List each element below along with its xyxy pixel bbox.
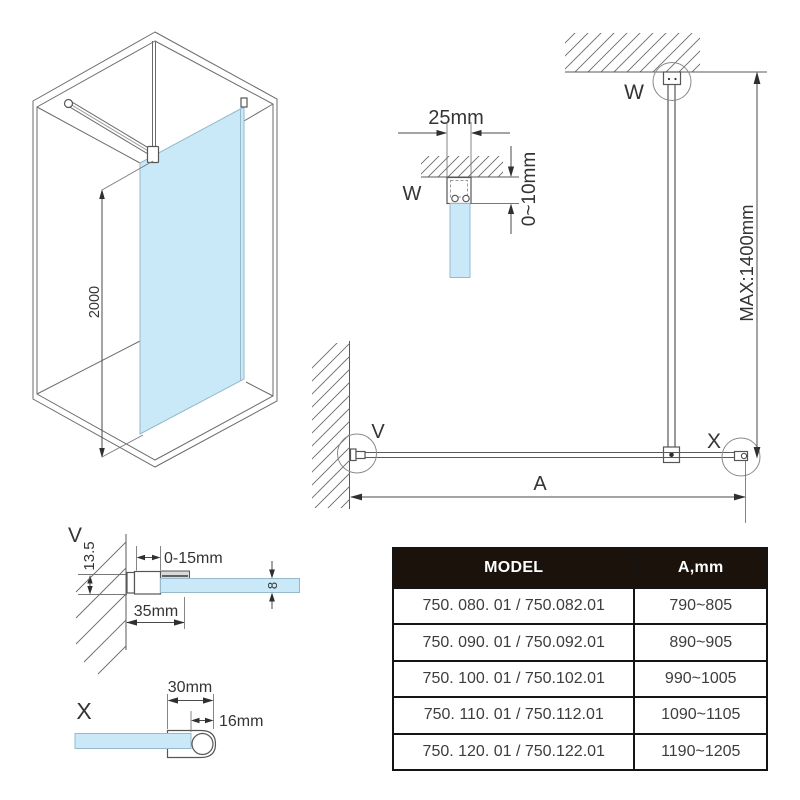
detail-v-wall-hatch [75, 541, 127, 675]
glass-panel-detail-w [449, 203, 471, 278]
support-bar-iso [63, 98, 160, 164]
model-cell: 750. 110. 01 / 750.112.01 [391, 696, 636, 735]
wall-bracket-clamp [355, 450, 366, 460]
dim-8-label: 8 [265, 582, 280, 589]
table-row: 750. 120. 01 / 750.122.01 1190~1205 [391, 732, 768, 772]
detail-x-label: X [76, 698, 91, 724]
wall-bracket [349, 448, 357, 462]
table-header-row: MODEL A,mm [391, 547, 768, 589]
dim-a-label: A [533, 473, 547, 495]
wall-hatch [312, 343, 350, 508]
detail-w-ceiling-hatch [421, 156, 503, 177]
table-header-a-mm: A,mm [633, 547, 768, 589]
a-mm-cell: 1190~1205 [633, 732, 768, 772]
table-row: 750. 090. 01 / 750.092.01 890~905 [391, 623, 768, 662]
glass-panel-iso [139, 106, 245, 435]
dim-0-10mm-label: 0~10mm [519, 152, 540, 226]
ceiling-mount [662, 71, 682, 86]
detail-v-view: V 13.5 0-15mm 35mm [68, 524, 300, 675]
dim-2000-label: 2000 [87, 286, 103, 318]
dim-13-5-label: 13.5 [81, 541, 98, 570]
a-mm-cell: 990~1005 [633, 659, 768, 699]
dim-a: A [350, 461, 746, 523]
table-row: 750. 080. 01 / 750.082.01 790~805 [391, 586, 768, 626]
detail-w-view: 25mm W 0~10mm [398, 107, 540, 278]
clamp-jaw [160, 570, 190, 579]
support-bar [667, 83, 676, 449]
glass-panel-detail-x [74, 733, 192, 749]
model-cell: 750. 090. 01 / 750.092.01 [391, 623, 636, 662]
dim-max-1400: MAX:1400mm [736, 71, 761, 459]
spec-table: MODEL A,mm 750. 080. 01 / 750.082.01 790… [391, 547, 768, 772]
iso-view: 2000 [32, 31, 278, 468]
dim-35mm-label: 35mm [134, 603, 178, 620]
a-mm-cell: 790~805 [633, 586, 768, 626]
a-mm-cell: 890~905 [633, 623, 768, 662]
a-mm-cell: 1090~1105 [633, 696, 768, 735]
main-view: W V X MAX:1400mm [312, 33, 767, 523]
table-row: 750. 110. 01 / 750.112.01 1090~1105 [391, 696, 768, 735]
model-cell: 750. 080. 01 / 750.082.01 [391, 586, 636, 626]
callout-x-circle [721, 437, 761, 477]
detail-v-label: V [68, 524, 82, 547]
bracket-screw [451, 194, 459, 203]
dim-30mm-label: 30mm [168, 679, 212, 696]
bar-glass-connector [146, 145, 160, 164]
callout-v-circle [337, 433, 377, 474]
wall-profile-body [133, 570, 162, 595]
callout-x-label: X [707, 430, 721, 453]
ceiling-hatch [565, 33, 700, 72]
model-cell: 750. 120. 01 / 750.122.01 [391, 732, 636, 772]
dim-2000: 2000 [87, 160, 154, 458]
detail-x-view: X 30mm 16mm [74, 679, 263, 759]
end-profile-knob [191, 732, 214, 756]
callout-w-label: W [624, 81, 644, 104]
dim-25mm-label: 25mm [428, 107, 484, 129]
dim-max-1400-label: MAX:1400mm [736, 204, 757, 321]
callout-v-label: V [371, 421, 385, 443]
glass-top-pin [240, 97, 248, 108]
bracket-screw [462, 194, 470, 203]
bar-wall-cap [63, 98, 74, 109]
table-row: 750. 100. 01 / 750.102.01 990~1005 [391, 659, 768, 699]
dim-0-15mm-label: 0-15mm [164, 550, 223, 567]
wall-profile-seal [126, 571, 136, 594]
model-cell: 750. 100. 01 / 750.102.01 [391, 659, 636, 699]
glass-panel-detail-v [160, 578, 300, 593]
callout-w-circle [652, 62, 692, 101]
dim-16mm-label: 16mm [219, 713, 263, 730]
table-header-model: MODEL [391, 547, 636, 589]
detail-w-label: W [403, 183, 422, 205]
